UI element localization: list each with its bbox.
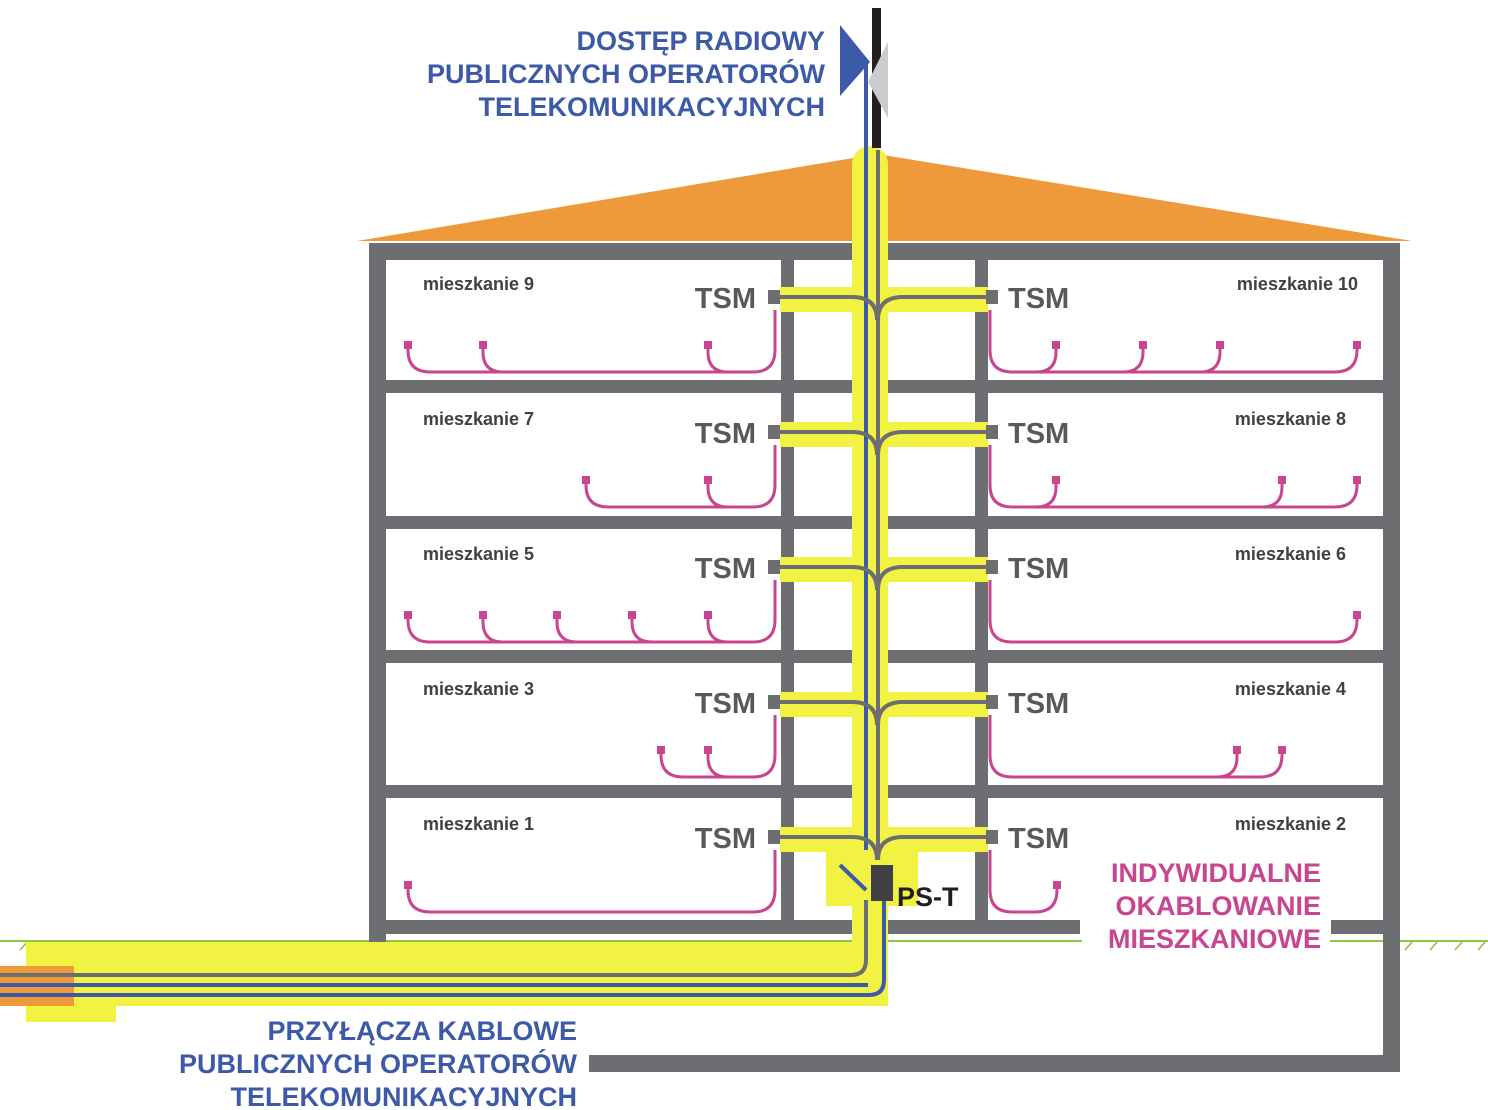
radio-access-line: TELEKOMUNIKACYJNYCH: [478, 92, 825, 122]
apartment-label: mieszkanie 1: [423, 814, 534, 834]
apartment-label: mieszkanie 5: [423, 544, 534, 564]
radio-access-line: DOSTĘP RADIOWY: [576, 26, 825, 56]
apartment-label: mieszkanie 8: [1235, 409, 1346, 429]
label-backdrop: [1082, 853, 1330, 953]
individual-cabling-line: OKABLOWANIE: [1116, 891, 1322, 921]
tsm-label: TSM: [695, 418, 756, 450]
cabling-outlets: [404, 341, 1361, 889]
apartment-label: mieszkanie 10: [1237, 274, 1358, 294]
radio-access-label: DOSTĘP RADIOWY PUBLICZNYCH OPERATORÓW TE…: [427, 26, 826, 122]
cable-connections-label: PRZYŁĄCZA KABLOWE PUBLICZNYCH OPERATORÓW…: [179, 1016, 578, 1110]
apartment-label: mieszkanie 3: [423, 679, 534, 699]
apartment-label: mieszkanie 7: [423, 409, 534, 429]
tsm-label: TSM: [695, 823, 756, 855]
tsm-boxes: [768, 290, 998, 844]
operator-lines: [0, 60, 886, 997]
individual-cabling-line: INDYWIDUALNE: [1111, 858, 1321, 888]
apartment-label: mieszkanie 9: [423, 274, 534, 294]
tsm-label: TSM: [1008, 823, 1069, 855]
cable-connections-line: TELEKOMUNIKACYJNYCH: [230, 1082, 577, 1110]
pst-label: PS-T: [897, 882, 959, 912]
tsm-label: TSM: [1008, 283, 1069, 315]
cable-connections-line: PRZYŁĄCZA KABLOWE: [268, 1016, 577, 1046]
tsm-label: TSM: [695, 283, 756, 315]
floor-distribution: [778, 295, 990, 861]
apartment-label: mieszkanie 4: [1235, 679, 1346, 699]
tsm-labels: TSM TSM TSM TSM TSM TSM TSM TSM TSM TSM: [695, 283, 1069, 855]
apartment-cabling: [406, 310, 1359, 914]
individual-cabling-label: INDYWIDUALNE OKABLOWANIE MIESZKANIOWE: [1082, 853, 1330, 954]
individual-cabling-line: MIESZKANIOWE: [1108, 924, 1321, 954]
tsm-label: TSM: [695, 688, 756, 720]
apartment-labels: mieszkanie 9 mieszkanie 10 mieszkanie 7 …: [423, 274, 1358, 834]
tsm-label: TSM: [695, 553, 756, 585]
tsm-label: TSM: [1008, 688, 1069, 720]
tsm-label: TSM: [1008, 418, 1069, 450]
apartment-label: mieszkanie 6: [1235, 544, 1346, 564]
riser-trim: [116, 942, 856, 965]
antenna-panel-back: [868, 42, 888, 118]
apartment-label: mieszkanie 2: [1235, 814, 1346, 834]
pst-box: [871, 865, 893, 901]
cable-connections-line: PUBLICZNYCH OPERATORÓW: [179, 1048, 578, 1079]
antenna: [840, 8, 888, 148]
radio-access-line: PUBLICZNYCH OPERATORÓW: [427, 58, 826, 89]
antenna-panel-front: [840, 25, 870, 96]
tsm-label: TSM: [1008, 553, 1069, 585]
riser-mask: [116, 1006, 888, 1022]
